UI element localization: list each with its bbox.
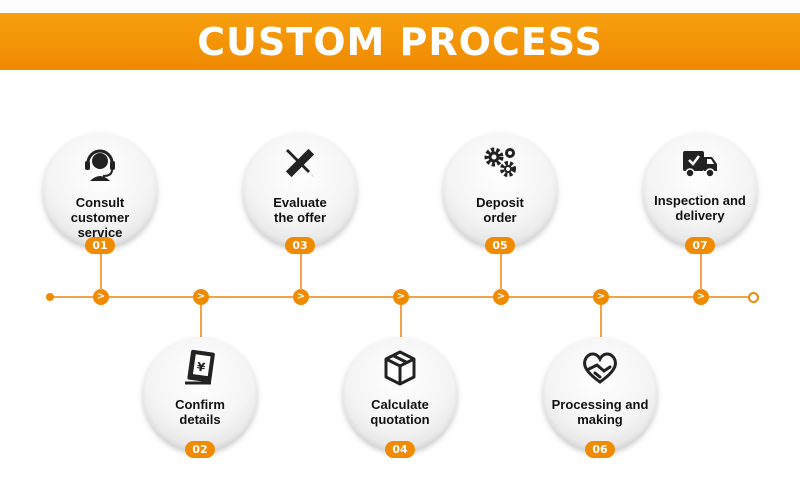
step-label: Processing and making xyxy=(551,397,649,427)
ruler-pencil-icon xyxy=(285,148,315,178)
step-label: Consult customer service xyxy=(70,195,130,240)
step-number-badge: 03 xyxy=(285,237,315,254)
step-consult-customer-service: Consult customer service 01 xyxy=(43,133,157,254)
step-connector xyxy=(600,305,602,345)
timeline-arrow-node: > xyxy=(393,289,409,305)
timeline-arrow-node: > xyxy=(193,289,209,305)
headset-icon xyxy=(85,149,115,181)
step-number-badge: 05 xyxy=(485,237,515,254)
step-number-badge: 06 xyxy=(585,441,615,458)
step-evaluate-the-offer: Evaluate the offer 03 xyxy=(243,133,357,254)
gears-icon xyxy=(484,147,516,177)
step-label: Calculate quotation xyxy=(370,397,430,427)
timeline-start-dot xyxy=(46,293,54,301)
step-inspection-and-delivery: Inspection and delivery 07 xyxy=(643,133,757,254)
step-connector xyxy=(300,248,302,290)
step-calculate-quotation: Calculate quotation 04 xyxy=(343,337,457,458)
step-connector xyxy=(700,248,702,290)
step-connector xyxy=(400,305,402,345)
timeline-arrow-node: > xyxy=(693,289,709,305)
heart-handshake-icon xyxy=(583,352,617,384)
timeline-arrow-node: > xyxy=(93,289,109,305)
ledger-book-icon: ¥ xyxy=(185,349,215,385)
step-connector xyxy=(100,248,102,290)
step-label: Confirm details xyxy=(175,397,225,427)
step-processing-and-making: Processing and making 06 xyxy=(543,337,657,458)
step-number-badge: 07 xyxy=(685,237,715,254)
svg-text:¥: ¥ xyxy=(196,360,207,375)
package-box-icon xyxy=(384,350,416,386)
page-title: CUSTOM PROCESS xyxy=(197,19,603,64)
step-confirm-details: ¥ Confirm details 02 xyxy=(143,337,257,458)
timeline-arrow-node: > xyxy=(493,289,509,305)
step-number-badge: 01 xyxy=(85,237,115,254)
step-label: Deposit order xyxy=(476,195,524,225)
step-number-badge: 02 xyxy=(185,441,215,458)
timeline-end-ring xyxy=(748,292,759,303)
delivery-truck-icon xyxy=(683,151,717,178)
title-banner: CUSTOM PROCESS xyxy=(0,13,800,70)
timeline-arrow-node: > xyxy=(293,289,309,305)
step-label: Inspection and delivery xyxy=(654,193,746,223)
step-deposit-order: Deposit order 05 xyxy=(443,133,557,254)
step-label: Evaluate the offer xyxy=(273,195,327,225)
step-connector xyxy=(500,248,502,290)
timeline-arrow-node: > xyxy=(593,289,609,305)
step-number-badge: 04 xyxy=(385,441,415,458)
step-connector xyxy=(200,305,202,345)
